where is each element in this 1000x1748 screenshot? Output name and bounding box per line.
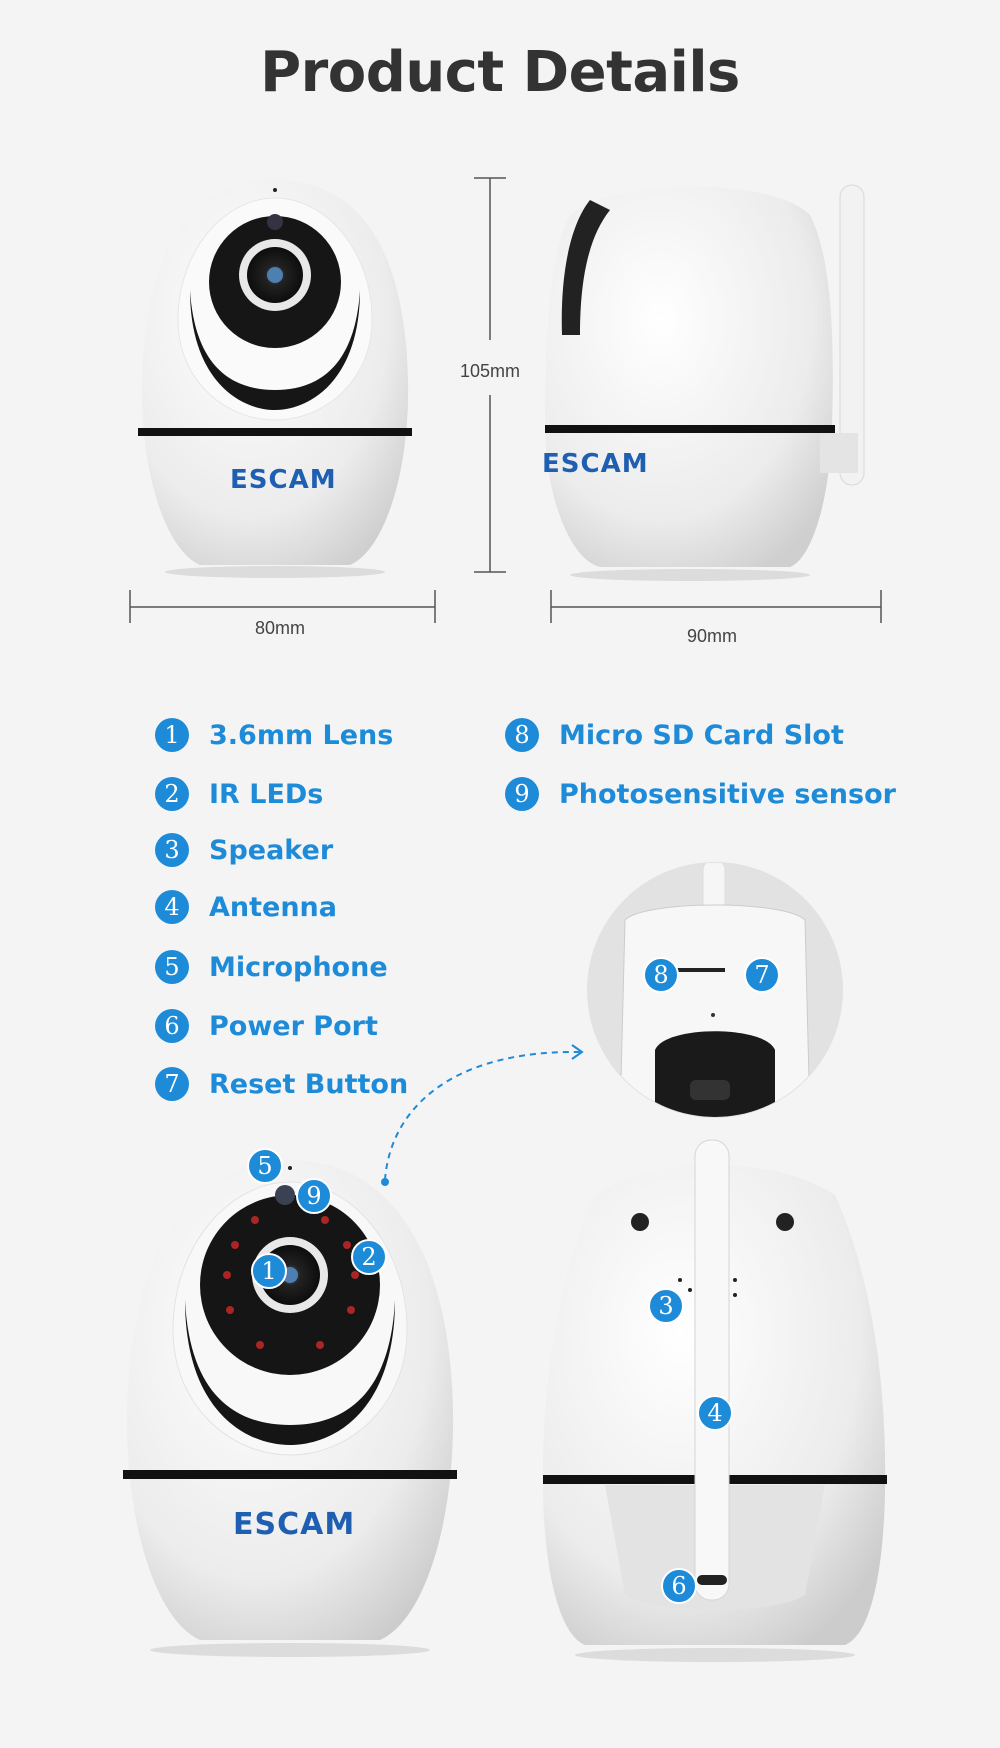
feature-label: 3.6mm Lens [209,719,394,751]
feature-item: 5 Microphone [155,947,388,987]
camera-front-view: ESCAM [138,180,412,578]
feature-label: Photosensitive sensor [559,778,896,810]
feature-label: Micro SD Card Slot [559,719,844,751]
callout-1: 1 [251,1253,287,1289]
brand-logo-bottom: ESCAM [233,1507,355,1542]
feature-number: 2 [155,777,189,811]
feature-item: 1 3.6mm Lens [155,715,393,755]
page-title: Product Details [260,40,740,105]
dimension-line-width [129,590,436,623]
camera-top-detail [587,862,843,1118]
callout-2: 2 [351,1239,387,1275]
feature-item: 8 Micro SD Card Slot [505,715,844,755]
callout-3: 3 [648,1288,684,1324]
callout-9: 9 [296,1178,332,1214]
brand-logo-front: ESCAM [230,465,337,495]
feature-number: 7 [155,1067,189,1101]
dimension-line-depth [550,590,882,623]
feature-number: 1 [155,718,189,752]
feature-number: 6 [155,1009,189,1043]
callout-8: 8 [643,957,679,993]
feature-label: Speaker [209,834,334,866]
callout-5: 5 [247,1148,283,1184]
depth-label: 90mm [687,626,738,646]
feature-label: Microphone [209,951,388,983]
callout-6: 6 [661,1568,697,1604]
feature-item: 3 Speaker [155,830,333,870]
feature-label: IR LEDs [209,778,324,810]
callout-4: 4 [697,1395,733,1431]
height-label: 105mm [460,361,521,381]
feature-label: Power Port [209,1010,378,1042]
camera-front-detail: ESCAM [123,1160,457,1657]
feature-item: 9 Photosensitive sensor [505,774,896,814]
feature-label: Antenna [209,891,337,923]
callout-7: 7 [744,957,780,993]
dimension-line-height [474,177,506,573]
feature-item: 7 Reset Button [155,1064,408,1104]
brand-logo-side: ESCAM [542,449,649,479]
connector-arrow [381,1044,584,1186]
feature-item: 4 Antenna [155,887,337,927]
feature-number: 3 [155,833,189,867]
feature-number: 5 [155,950,189,984]
feature-label: Reset Button [209,1068,409,1100]
feature-number: 8 [505,718,539,752]
width-label: 80mm [255,618,306,638]
feature-item: 2 IR LEDs [155,774,323,814]
feature-number: 9 [505,777,539,811]
camera-side-view: ESCAM [542,184,865,581]
feature-number: 4 [155,890,189,924]
feature-item: 6 Power Port [155,1006,378,1046]
